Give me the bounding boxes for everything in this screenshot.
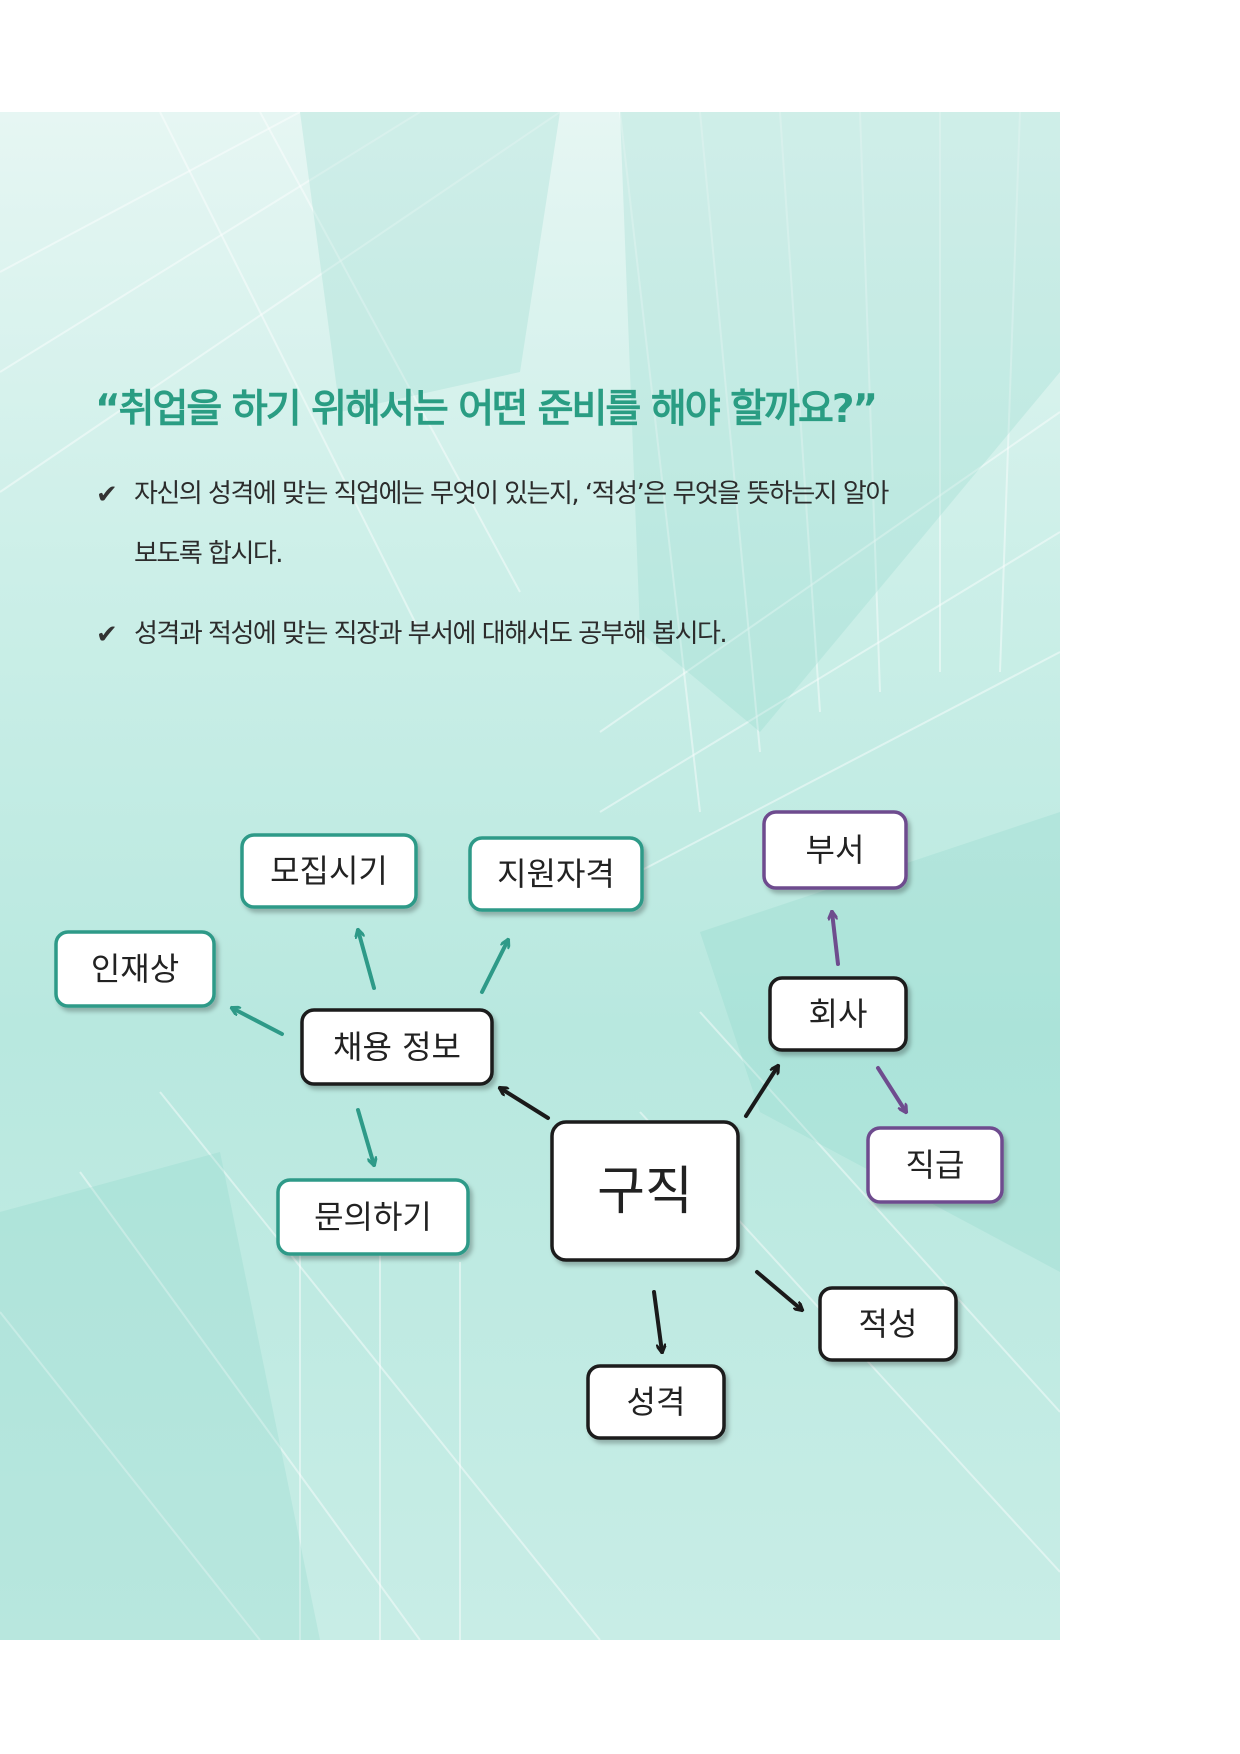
- node-department: 부서: [762, 810, 908, 890]
- arrow-job-info-to-recruit-period: [358, 930, 376, 990]
- job-info-label: 채용 정보: [333, 1028, 461, 1066]
- company-label: 회사: [809, 995, 868, 1033]
- inquiry-label: 문의하기: [314, 1198, 432, 1236]
- node-personality: 성격: [586, 1364, 726, 1440]
- node-talent: 인재상: [54, 930, 216, 1008]
- node-aptitude: 적성: [818, 1286, 958, 1362]
- rank-label: 직급: [906, 1146, 965, 1184]
- arrow-center-to-personality: [652, 1290, 662, 1352]
- node-inquiry: 문의하기: [276, 1178, 470, 1256]
- check-icon: ✔: [96, 480, 118, 510]
- node-company: 회사: [768, 976, 908, 1052]
- qualification-label: 지원자격: [497, 855, 615, 893]
- check-icon: ✔: [96, 620, 118, 650]
- arrow-job-info-to-inquiry: [356, 1108, 374, 1165]
- node-recruit-period: 모집시기: [240, 833, 418, 909]
- headline: “취업을 하기 위해서는 어떤 준비를 해야 할까요?”: [95, 387, 878, 432]
- node-job-info: 채용 정보: [300, 1008, 494, 1086]
- arrow-job-info-to-talent: [232, 1008, 284, 1036]
- aptitude-label: 적성: [859, 1305, 918, 1343]
- node-center: 구직: [550, 1120, 740, 1262]
- arrow-center-to-company: [744, 1066, 778, 1118]
- checklist-text: 자신의 성격에 맞는 직업에는 무엇이 있는지, ‘적성’은 무엇을 뜻하는지 …: [134, 479, 889, 569]
- node-qualification: 지원자격: [468, 836, 644, 912]
- arrow-center-to-job-info: [500, 1088, 550, 1120]
- node-rank: 직급: [866, 1126, 1004, 1204]
- arrow-company-to-rank: [876, 1066, 906, 1112]
- arrow-job-info-to-qualification: [480, 940, 508, 994]
- building-background: [0, 112, 1060, 1640]
- recruit-period-label: 모집시기: [270, 852, 388, 890]
- arrow-center-to-aptitude: [755, 1270, 802, 1310]
- arrow-company-to-department: [832, 912, 840, 966]
- talent-label: 인재상: [91, 950, 179, 988]
- department-label: 부서: [806, 831, 865, 869]
- personality-label: 성격: [627, 1383, 686, 1421]
- checklist-item: ✔ 자신의 성격에 맞는 직업에는 무엇이 있는지, ‘적성’은 무엇을 뜻하는…: [96, 479, 894, 584]
- center-label: 구직: [597, 1162, 693, 1222]
- checklist-item: ✔ 성격과 적성에 맞는 직장과 부서에 대해서도 공부해 봅시다.: [96, 619, 894, 664]
- checklist-text: 성격과 적성에 맞는 직장과 부서에 대해서도 공부해 봅시다.: [134, 619, 728, 649]
